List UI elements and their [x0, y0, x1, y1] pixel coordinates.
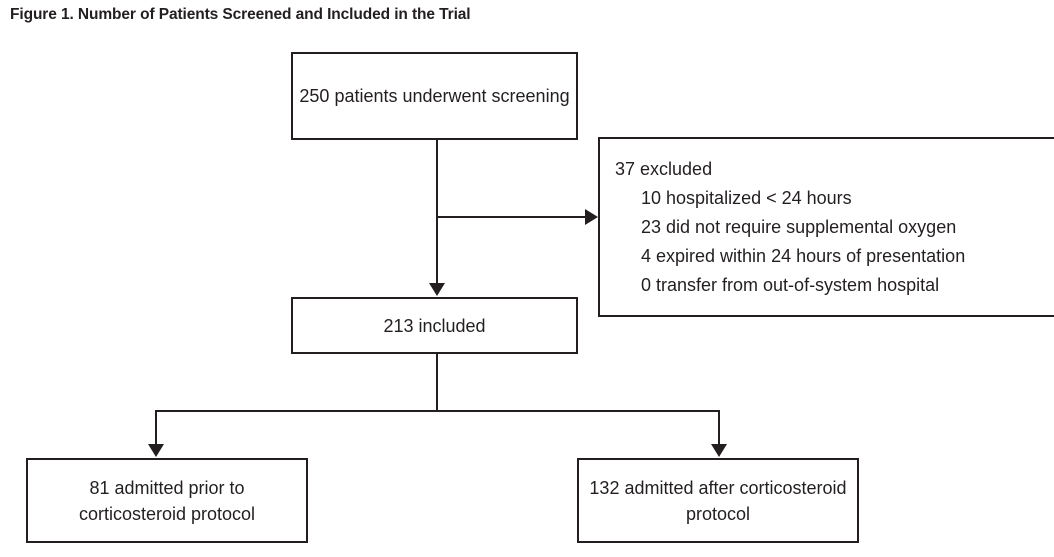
connector-screened-to-excluded [436, 216, 586, 218]
node-excluded-reason-2: 23 did not require supplemental oxygen [641, 217, 957, 237]
arrow-down-icon [711, 444, 727, 457]
arrow-down-icon [429, 283, 445, 296]
node-excluded-reason-3: 4 expired within 24 hours of presentatio… [641, 246, 966, 266]
connector-included-trunk [436, 354, 438, 411]
arrow-down-icon [148, 444, 164, 457]
node-included-label: 213 included [383, 315, 486, 336]
node-excluded: 37 excluded 10 hospitalized < 24 hours 2… [598, 137, 1054, 317]
node-excluded-reason-4: 0 transfer from out-of-system hospital [641, 275, 940, 295]
node-after: 132 admitted after corticosteroid protoc… [577, 458, 859, 543]
figure-title: Figure 1. Number of Patients Screened an… [10, 6, 471, 23]
node-prior: 81 admitted prior to corticosteroid prot… [26, 458, 308, 543]
node-excluded-reason-1: 10 hospitalized < 24 hours [641, 188, 852, 208]
connector-to-after [718, 410, 720, 445]
node-screened: 250 patients underwent screening [291, 52, 578, 140]
node-excluded-heading: 37 excluded [615, 159, 713, 179]
arrow-right-icon [585, 209, 598, 225]
connector-split-horizontal [155, 410, 720, 412]
connector-screened-trunk [436, 140, 438, 283]
node-after-label: 132 admitted after corticosteroid protoc… [589, 477, 847, 524]
connector-to-prior [155, 410, 157, 445]
node-prior-label: 81 admitted prior to corticosteroid prot… [78, 477, 256, 524]
node-included: 213 included [291, 297, 578, 354]
node-screened-label: 250 patients underwent screening [299, 86, 570, 106]
